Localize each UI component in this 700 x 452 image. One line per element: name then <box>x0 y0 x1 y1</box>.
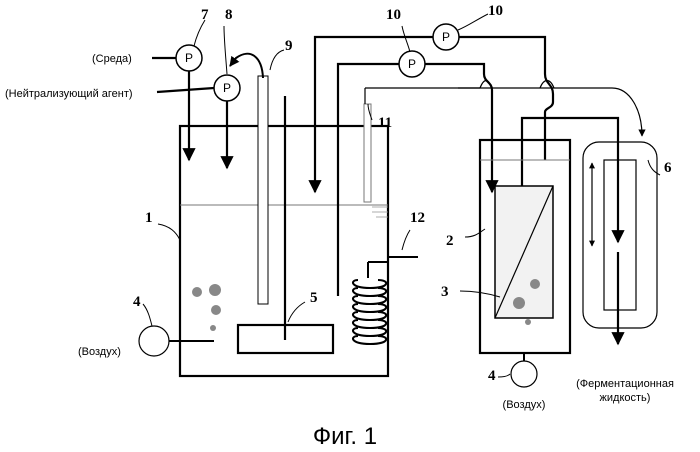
ref-number: 3 <box>441 284 449 300</box>
ref-number: 10 <box>386 7 401 23</box>
heater-coil <box>353 257 418 344</box>
air-bubbles-tank <box>192 284 221 331</box>
ref-number: 2 <box>446 233 454 249</box>
ferment-liquid-label-line1: (Ферментационная <box>576 378 674 390</box>
medium-label: (Среда) <box>92 53 132 65</box>
air-supply-left <box>139 326 214 356</box>
circulation-pump-lower: P <box>399 51 425 77</box>
ref-number: 10 <box>488 3 503 19</box>
filtration-module <box>583 142 657 328</box>
membrane-module <box>495 186 553 318</box>
figure-caption: Фиг. 1 <box>313 423 377 450</box>
neutralizer-pump: P <box>214 75 240 101</box>
ref-number: 7 <box>201 7 209 23</box>
level-sensor <box>258 76 268 304</box>
temperature-sensor <box>364 104 371 202</box>
pump-letter: P <box>408 57 416 71</box>
stirrer <box>238 96 333 353</box>
ref-number: 1 <box>145 210 153 226</box>
air-bubble <box>525 319 531 325</box>
bridge-hops <box>365 81 554 105</box>
circulation-pump-upper: P <box>433 24 459 50</box>
ref-number: 4 <box>133 294 141 310</box>
ref-number: 12 <box>410 210 425 226</box>
ref-number: 6 <box>664 160 672 176</box>
medium-pump: P <box>176 45 202 71</box>
air-supply-right <box>511 361 537 387</box>
air-label-right: (Воздух) <box>503 399 546 411</box>
air-label-left: (Воздух) <box>78 346 121 358</box>
ref-number: 4 <box>488 368 496 384</box>
ferment-liquid-label-line2: жидкость) <box>600 392 651 404</box>
neutralizer-label: (Нейтрализующий агент) <box>5 88 133 100</box>
ref-number: 8 <box>225 7 233 23</box>
pump-letter: P <box>185 51 193 65</box>
pump-letter: P <box>442 30 450 44</box>
branch-line <box>458 88 642 136</box>
ref-number: 5 <box>310 290 318 306</box>
ref-number: 9 <box>285 38 293 54</box>
pump-letter: P <box>223 81 231 95</box>
ref-number: 11 <box>378 115 392 131</box>
